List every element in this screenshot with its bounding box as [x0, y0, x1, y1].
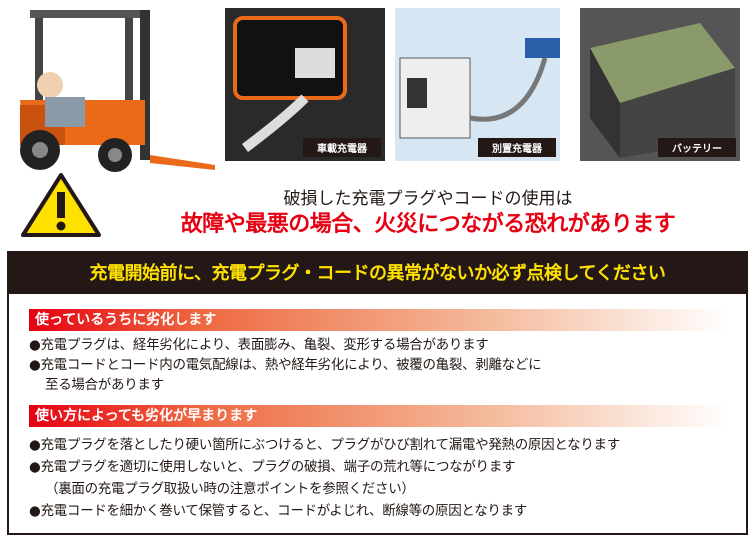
notice-line: ●充電コードを細かく巻いて保管すると、コードがよじれ、断線等の原因となります	[29, 503, 527, 519]
notice-line: ●充電プラグを落としたり硬い箇所にぶつけると、プラグがひび割れて漏電や発熱の原因…	[29, 437, 620, 453]
notice-line: ●充電プラグは、経年劣化により、表面膨み、亀裂、変形する場合があります	[29, 337, 489, 353]
warning-triangle-icon	[21, 173, 101, 237]
notice-line: 至る場合があります	[45, 377, 164, 393]
warning-text: 破損した充電プラグやコードの使用は	[283, 189, 573, 209]
notice-line: （裏面の充電プラグ取扱い時の注意ポイントを参照ください）	[45, 481, 415, 497]
standalone-charger-panel: 別置充電器	[395, 8, 560, 161]
notice-line: ●充電コードとコード内の電気配線は、熱や経年劣化により、被覆の亀裂、剥離などに	[29, 357, 542, 373]
panel-label: 別置充電器	[478, 138, 556, 157]
onboard-charger-panel: 車載充電器	[225, 8, 385, 161]
panel-label: 車載充電器	[303, 138, 381, 157]
battery-panel: バッテリー	[580, 8, 740, 161]
panel-label: バッテリー	[658, 138, 736, 157]
section-title: 使い方によっても劣化が早まります	[29, 405, 729, 427]
notice-box: 充電開始前に、充電プラグ・コードの異常がないか必ず点検してください 使っているう…	[7, 251, 748, 535]
notice-header: 充電開始前に、充電プラグ・コードの異常がないか必ず点検してください	[9, 253, 746, 294]
notice-line: ●充電プラグを適切に使用しないと、プラグの破損、端子の荒れ等につながります	[29, 459, 516, 475]
forklift-illustration	[20, 10, 215, 172]
section-title: 使っているうちに劣化します	[29, 309, 729, 331]
warning-headline: 故障や最悪の場合、火災につながる恐れがあります	[180, 212, 676, 237]
